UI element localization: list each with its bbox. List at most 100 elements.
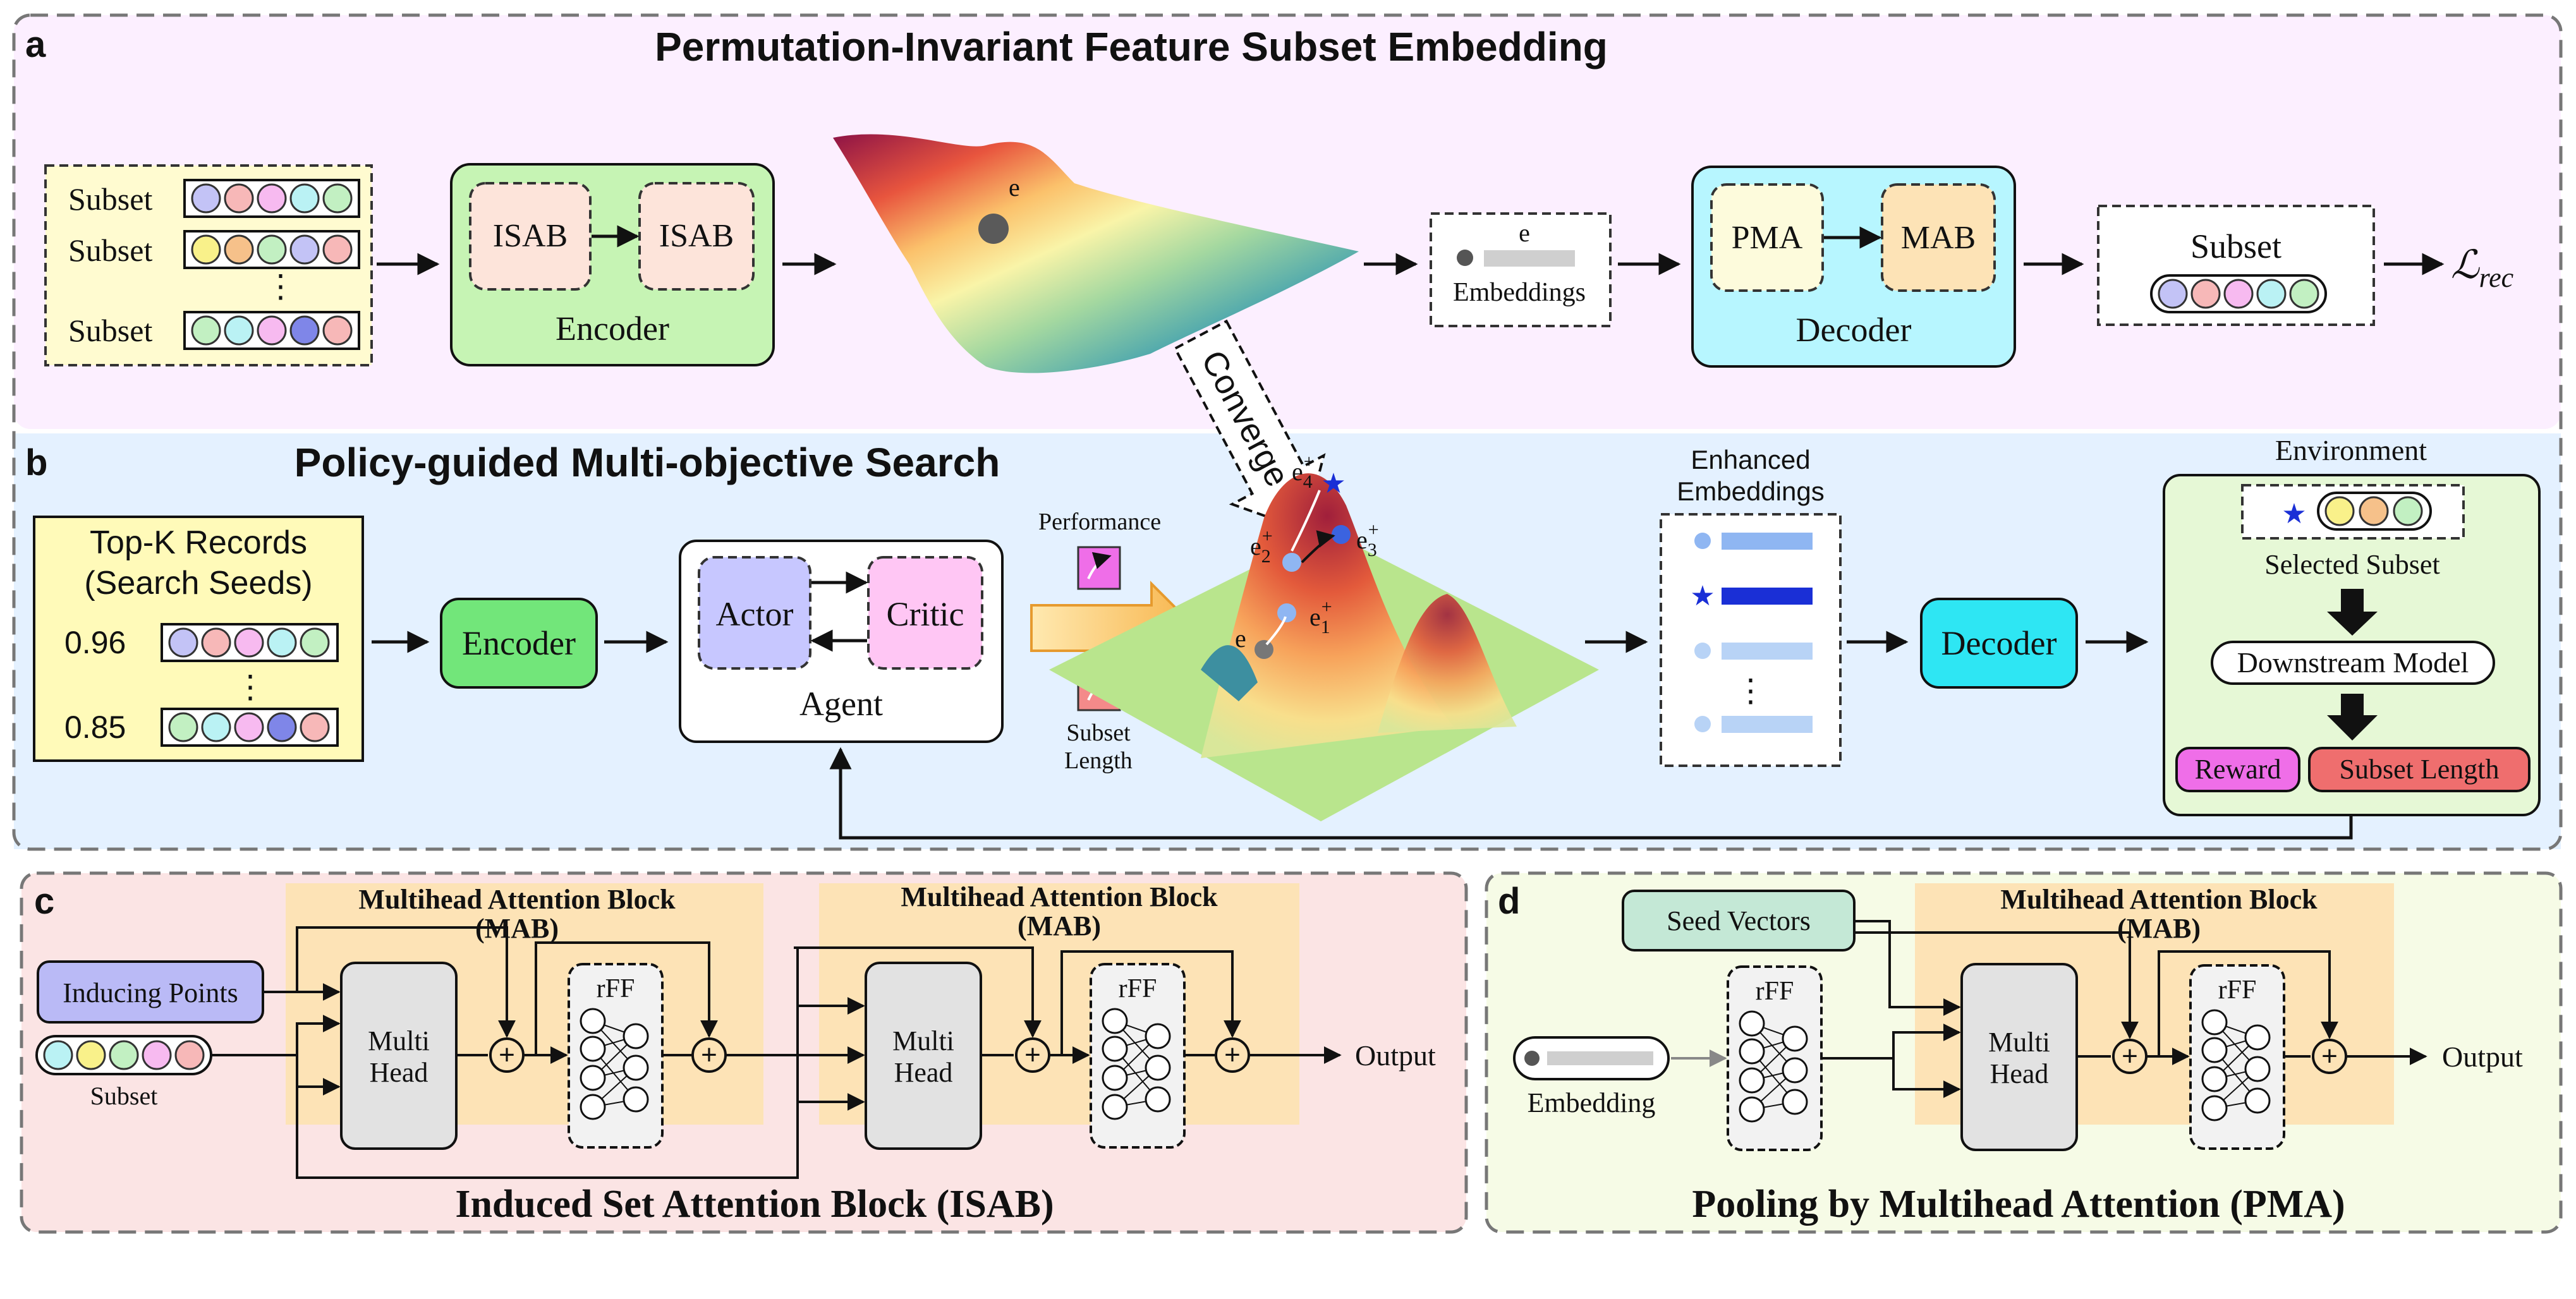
output-subset-dots [2150, 274, 2327, 313]
subset-row-label-1: Subset [68, 181, 152, 217]
embeddings-label-a: Embeddings [1453, 278, 1586, 307]
search-label-e1-base: e [1309, 603, 1321, 631]
embedding-bar [1484, 250, 1575, 267]
rff-c2-label: rFF [1119, 974, 1157, 1003]
search-label-e2-sup: + [1262, 526, 1273, 547]
landscape-valley [1201, 645, 1258, 701]
search-label-e1-sup: + [1321, 596, 1332, 617]
search-point-e1 [1277, 603, 1296, 622]
critic-block [867, 556, 983, 670]
subset-row-label-3: Subset [68, 313, 152, 348]
embedding-dot [1457, 250, 1473, 266]
performance-arrow-icon [1087, 552, 1112, 579]
search-label-e4-base: e [1292, 457, 1303, 486]
mab-c1-title-1: Multihead Attention Block [358, 884, 676, 915]
decoder-box-b[interactable] [1920, 598, 2078, 689]
search-path-2 [1301, 530, 1335, 564]
landscape-side-peak [1378, 594, 1517, 733]
encoder-label-b: Encoder [462, 624, 576, 662]
mab-d-title-2: (MAB) [2117, 913, 2201, 944]
loss-subscript: rec [2479, 262, 2514, 293]
enhanced-ellipsis: ⋮ [1735, 673, 1766, 708]
search-label-e-base: e [1235, 624, 1246, 653]
reward-label: Reward [2195, 754, 2281, 785]
pma-wiring [1671, 920, 2427, 1098]
multihead-c2-label-2: Head [894, 1057, 953, 1088]
selected-star-icon: ★ [2281, 498, 2306, 529]
neural-net-icon-d2 [2201, 1009, 2271, 1121]
pma-label: PMA [1732, 220, 1803, 256]
enhanced-label-2: Embeddings [1677, 476, 1824, 506]
encoder-box-b[interactable] [440, 598, 598, 689]
mab-c2-title-1: Multihead Attention Block [901, 881, 1218, 912]
panel-a-title: Permutation-Invariant Feature Subset Emb… [655, 24, 1608, 69]
multihead-d-label-2: Head [1990, 1058, 2049, 1089]
embedding-input [1513, 1036, 1670, 1080]
latent-point-label: e [1009, 173, 1020, 202]
enhanced-bar-4 [1722, 716, 1813, 733]
reward-box [2175, 747, 2300, 792]
embedding-box [1430, 212, 1612, 327]
feedback-arrow-to-agent [829, 747, 2353, 840]
subset-row-label-2: Subset [68, 233, 152, 268]
panel-c-letter: c [34, 881, 54, 922]
neural-net-icon-c1 [580, 1008, 649, 1120]
search-label-e3-sup: + [1368, 519, 1379, 540]
isab-block-1 [469, 182, 592, 291]
isab-caption: Induced Set Attention Block (ISAB) [455, 1183, 1054, 1226]
actor-label: Actor [716, 595, 794, 633]
decoder-label-a: Decoder [1796, 311, 1912, 349]
isab-output-label: Output [1355, 1039, 1436, 1072]
record-score-1: 0.96 [64, 625, 126, 660]
neural-net-icon-c2 [1102, 1008, 1171, 1120]
search-label-e2-base: e [1250, 532, 1261, 560]
search-label-e4: e4+ [1292, 451, 1315, 492]
search-point-e4-star-icon: ★ [1321, 468, 1346, 499]
search-point-e2 [1282, 553, 1301, 572]
encoder-label-a: Encoder [556, 310, 669, 347]
pma-block [1710, 183, 1824, 292]
subset-row-1-dots [183, 179, 360, 218]
record-score-2: 0.85 [64, 710, 126, 745]
mab-label: MAB [1901, 220, 1976, 256]
subset-length-label-2: Length [1064, 747, 1133, 774]
enhanced-dot-1 [1694, 533, 1711, 549]
performance-label: Performance [1038, 509, 1161, 535]
agent-label: Agent [799, 685, 883, 723]
add-node-c1b-plus: + [701, 1039, 717, 1070]
inducing-points-label: Inducing Points [63, 977, 238, 1008]
enhanced-bar-3 [1722, 643, 1813, 660]
actor-block [698, 556, 811, 670]
multihead-c1-label-1: Multi [368, 1025, 430, 1056]
loss-main: ℒ [2451, 244, 2480, 287]
record-row-1-dots [161, 623, 339, 662]
output-subset-label: Subset [2190, 227, 2281, 265]
search-label-e2-sub: 2 [1261, 546, 1271, 567]
add-node-c2a-plus: + [1024, 1039, 1041, 1070]
downstream-model-box [2211, 641, 2495, 685]
critic-label: Critic [887, 595, 964, 633]
pma-caption: Pooling by Multihead Attention (PMA) [1692, 1183, 2345, 1226]
multihead-d-label-1: Multi [1988, 1027, 2050, 1058]
enhanced-bar-2 [1722, 588, 1813, 605]
subset-length-label-1: Subset [1066, 720, 1131, 746]
isab-input-subset-dots [35, 1035, 212, 1075]
selected-subset-label: Selected Subset [2264, 549, 2439, 580]
mab-c2-title-2: (MAB) [1018, 910, 1101, 941]
embedding-symbol: e [1519, 219, 1530, 247]
panel-b-letter: b [25, 442, 47, 483]
panel-a-letter: a [25, 24, 46, 65]
search-label-e2: e2+ [1250, 526, 1273, 567]
enhanced-bar-1 [1722, 533, 1813, 550]
subset-ellipsis: ⋮ [265, 269, 296, 304]
enhanced-star-icon: ★ [1690, 581, 1715, 612]
performance-icon [1077, 546, 1121, 590]
isab-label-1: ISAB [493, 218, 568, 254]
search-label-e3-base: e [1356, 526, 1368, 554]
search-path-3 [1291, 490, 1321, 552]
enhanced-label-1: Enhanced [1691, 445, 1810, 474]
loss-symbol: ℒrec [2451, 244, 2514, 293]
rff-c1-label: rFF [597, 974, 635, 1003]
search-label-e4-sup: + [1304, 451, 1315, 472]
multihead-c1-label-2: Head [370, 1057, 428, 1088]
